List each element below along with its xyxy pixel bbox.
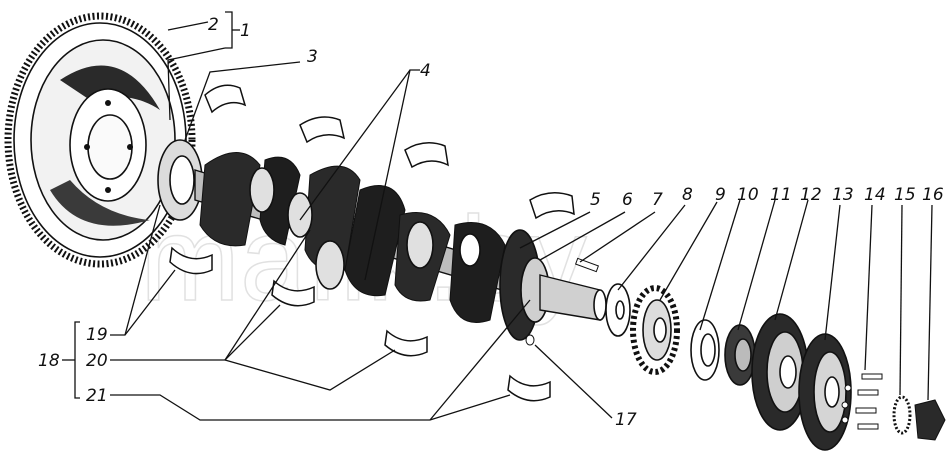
callout-10: 10	[737, 185, 759, 205]
callout-3: 3	[307, 47, 318, 67]
pin-17	[525, 334, 535, 346]
callout-8: 8	[682, 185, 693, 205]
callout-15: 15	[894, 185, 916, 205]
timing-gear	[630, 285, 680, 375]
callout-6: 6	[622, 190, 633, 210]
lock-washer	[892, 395, 912, 435]
callout-11: 11	[770, 185, 792, 205]
oil-deflector-washer	[605, 283, 631, 337]
pulley-hub	[724, 324, 756, 386]
lower-bearing-shells	[169, 246, 551, 402]
callout-5: 5	[590, 190, 601, 210]
callout-20: 20	[86, 351, 108, 371]
leader-lines	[62, 11, 933, 421]
callout-4: 4	[420, 61, 431, 81]
callout-19: 19	[86, 325, 108, 345]
crankshaft	[157, 139, 607, 341]
oil-thrower	[690, 319, 720, 381]
callout-9: 9	[715, 185, 726, 205]
callout-2: 2	[208, 15, 219, 35]
callout-7: 7	[652, 190, 663, 210]
callout-16: 16	[922, 185, 944, 205]
callout-21: 21	[86, 386, 108, 406]
ratchet-nut	[914, 399, 946, 441]
pulley-outer	[798, 333, 852, 451]
pulley-inner	[751, 313, 809, 431]
callout-14: 14	[864, 185, 886, 205]
flywheel	[4, 12, 196, 268]
callout-12: 12	[800, 185, 822, 205]
pulley-bolts	[841, 373, 883, 430]
callout-13: 13	[832, 185, 854, 205]
callout-1: 1	[240, 21, 251, 41]
callout-labels: 2 1 3 4 5 6 7 8 9 10 11 12 13 14 15 16 1…	[38, 15, 944, 430]
callout-17: 17	[615, 410, 637, 430]
upper-bearing-shells	[204, 84, 575, 220]
callout-18: 18	[38, 351, 60, 371]
